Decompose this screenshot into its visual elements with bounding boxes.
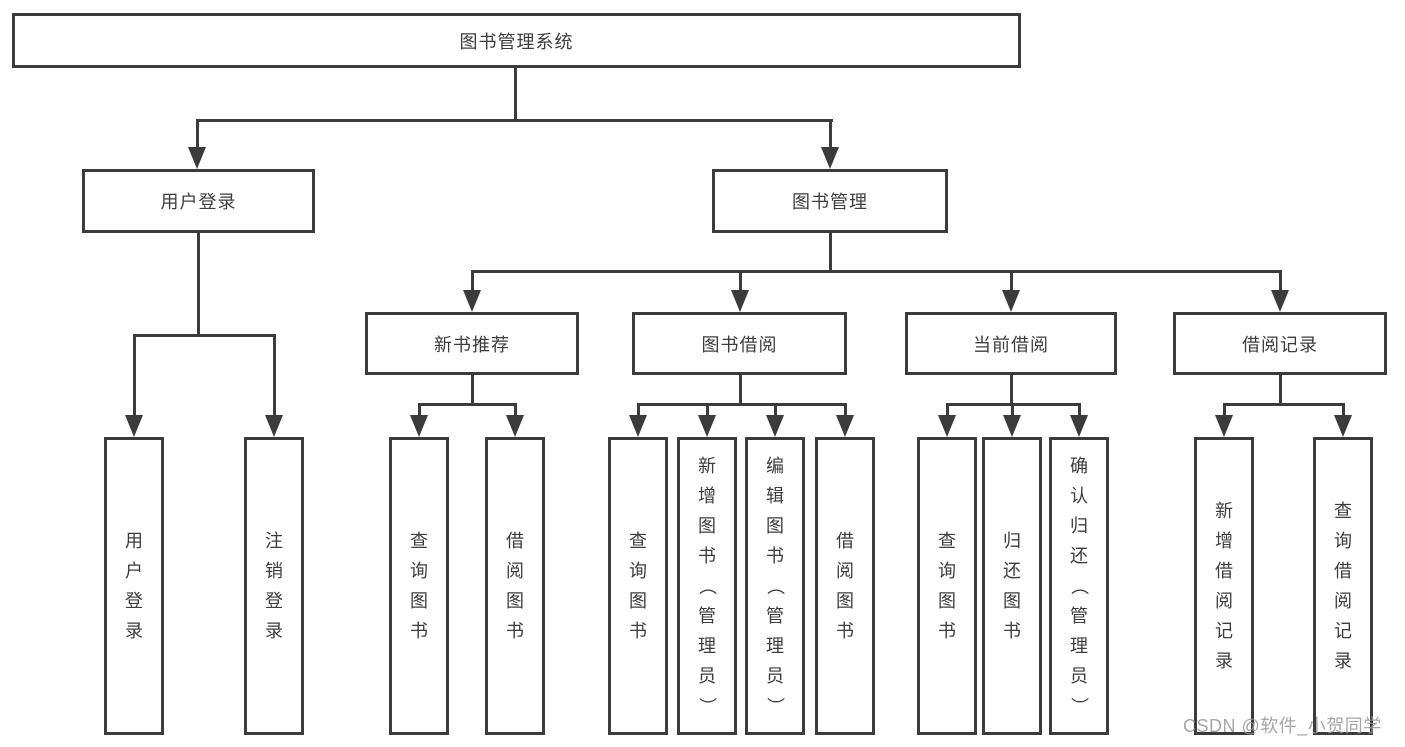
arrow-down-icon [125,415,143,437]
connector-line [418,403,517,406]
leaf-br-add-record: 新增借阅记录 [1194,437,1254,735]
connector-line [637,403,640,420]
connector-line [273,334,276,420]
leaf-cb-confirm-return-admin-label: 确认归还（管理员） [1069,456,1089,715]
leaf-nbr-query-books-label: 查询图书 [410,531,428,641]
leaf-br-query-record: 查询借阅记录 [1313,437,1373,735]
arrow-down-icon [821,147,839,169]
leaf-cb-return-books-label: 归还图书 [1003,531,1021,641]
arrow-down-icon [836,415,854,437]
connector-line [514,403,517,420]
leaf-br-add-record-label: 新增借阅记录 [1215,501,1233,671]
leaf-br-query-record-label: 查询借阅记录 [1334,501,1352,671]
node-borrow-record: 借阅记录 [1173,312,1387,375]
connector-line [1342,403,1345,420]
arrow-down-icon [1070,415,1088,437]
arrow-down-icon [1003,415,1021,437]
arrow-down-icon [506,415,524,437]
connector-line [197,233,200,337]
leaf-bb-query-books: 查询图书 [608,437,668,735]
leaf-user-login: 用户登录 [104,437,164,735]
arrow-down-icon [938,415,956,437]
arrow-down-icon [265,415,283,437]
node-user-login: 用户登录 [82,169,315,233]
connector-line [1011,403,1014,420]
connector-line [1078,403,1081,420]
arrow-down-icon [766,415,784,437]
leaf-cb-query-books: 查询图书 [917,437,977,735]
connector-line [829,119,832,152]
arrow-down-icon [188,147,206,169]
node-root: 图书管理系统 [12,13,1021,68]
arrow-down-icon [463,290,481,312]
leaf-nbr-borrow-books: 借阅图书 [485,437,545,735]
connector-line [1279,375,1282,406]
leaf-cb-return-books: 归还图书 [982,437,1042,735]
arrow-down-icon [1002,290,1020,312]
connector-line [418,403,421,420]
arrow-down-icon [410,415,428,437]
connector-line [1223,403,1344,406]
connector-line [1223,403,1226,420]
connector-line [739,375,742,406]
node-root-label: 图书管理系统 [459,31,574,52]
connector-line [196,119,833,122]
connector-line [829,233,832,273]
connector-line [844,403,847,420]
leaf-bb-borrow-books-label: 借阅图书 [836,531,854,641]
node-current-borrow: 当前借阅 [905,312,1117,375]
node-current-borrow-label: 当前借阅 [973,334,1049,355]
node-borrow-record-label: 借阅记录 [1242,334,1318,355]
node-book-management: 图书管理 [712,169,948,233]
leaf-nbr-query-books: 查询图书 [389,437,449,735]
leaf-bb-query-books-label: 查询图书 [629,531,647,641]
leaf-bb-edit-books-admin-label: 编辑图书（管理员） [765,456,785,715]
node-new-book-recommend-label: 新书推荐 [434,334,510,355]
leaf-bb-add-books-admin-label: 新增图书（管理员） [697,456,717,715]
connector-line [1010,375,1013,406]
arrow-down-icon [629,415,647,437]
connector-line [471,270,474,295]
connector-line [774,403,777,420]
leaf-logout: 注销登录 [244,437,304,735]
arrow-down-icon [698,415,716,437]
arrow-down-icon [731,290,749,312]
leaf-logout-label: 注销登录 [265,531,283,641]
leaf-bb-edit-books-admin: 编辑图书（管理员） [745,437,805,735]
leaf-user-login-label: 用户登录 [125,531,143,641]
csdn-watermark: CSDN @软件_小贺同学 [1183,716,1382,736]
arrow-down-icon [1271,290,1289,312]
node-book-borrow: 图书借阅 [632,312,847,375]
connector-line [196,119,199,152]
arrow-down-icon [1334,415,1352,437]
node-user-login-label: 用户登录 [160,192,237,212]
connector-line [133,334,276,337]
connector-line [706,403,709,420]
leaf-cb-confirm-return-admin: 确认归还（管理员） [1049,437,1109,735]
connector-line [637,403,847,406]
connector-line [514,68,517,122]
leaf-cb-query-books-label: 查询图书 [938,531,956,641]
connector-line [1279,270,1282,295]
leaf-bb-borrow-books: 借阅图书 [815,437,875,735]
leaf-nbr-borrow-books-label: 借阅图书 [506,531,524,641]
connector-line [739,270,742,295]
connector-line [946,403,949,420]
connector-line [471,375,474,406]
connector-line [133,334,136,420]
node-book-borrow-label: 图书借阅 [701,334,778,355]
arrow-down-icon [1215,415,1233,437]
connector-line [1010,270,1013,295]
node-new-book-recommend: 新书推荐 [365,312,579,375]
node-book-management-label: 图书管理 [792,192,868,212]
connector-line [471,270,1282,273]
leaf-bb-add-books-admin: 新增图书（管理员） [677,437,737,735]
